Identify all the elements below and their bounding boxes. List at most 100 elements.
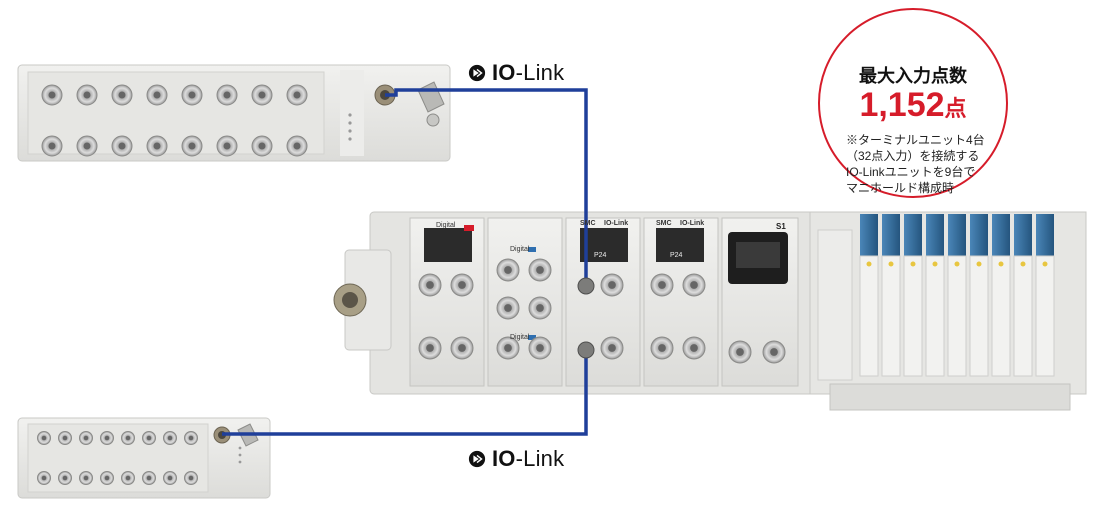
connector-pin xyxy=(62,475,68,481)
module-label-digital-3: Digital xyxy=(510,334,530,341)
connector-pin xyxy=(153,142,161,150)
connector-pin xyxy=(83,475,89,481)
iolink-top-suffix: -Link xyxy=(515,60,565,85)
connector-pin xyxy=(258,142,266,150)
valve-body xyxy=(881,255,901,377)
valve-led xyxy=(1020,261,1026,267)
connector-pin xyxy=(125,435,131,441)
valve-head xyxy=(992,214,1010,256)
iolink-label-bottom: IO-Link xyxy=(468,446,564,472)
connector-pin xyxy=(293,91,301,99)
module-label-digital-1: Digital xyxy=(436,222,456,229)
connector-pin xyxy=(118,142,126,150)
valve-head xyxy=(882,214,900,256)
valve-body xyxy=(969,255,989,377)
valve-led xyxy=(1042,261,1048,267)
connector-pin xyxy=(608,281,616,289)
connector-pin xyxy=(48,91,56,99)
module-label-p24-1: P24 xyxy=(594,252,607,259)
iolink-cables xyxy=(222,88,588,436)
badge-note-line: マニホールド構成時 xyxy=(846,181,955,195)
module-label-brand-2: SMC xyxy=(656,220,672,227)
module-label-digital-2: Digital xyxy=(510,246,530,253)
connector-pin xyxy=(458,344,466,352)
connector-pin xyxy=(504,304,512,312)
valve-body xyxy=(859,255,879,377)
valve-led xyxy=(932,261,938,267)
connector-pin xyxy=(658,344,666,352)
connector-pin xyxy=(536,266,544,274)
max-input-badge: 最大入力点数 1,152点 ※ターミナルユニット4台 （32点入力）を接続する … xyxy=(818,8,1008,198)
connector-pin xyxy=(83,435,89,441)
valve-led xyxy=(910,261,916,267)
module-label-p24-2: P24 xyxy=(670,252,683,259)
badge-note-line: ※ターミナルユニット4台 xyxy=(846,133,985,147)
module-label-iolink-1: IO-Link xyxy=(604,220,629,227)
connector-pin xyxy=(83,142,91,150)
connector-pin xyxy=(608,344,616,352)
connector-pin xyxy=(167,475,173,481)
connector-pin xyxy=(770,348,778,356)
connector-pin xyxy=(736,348,744,356)
module-label-brand-1: SMC xyxy=(580,220,596,227)
valve-led xyxy=(998,261,1004,267)
valve-head xyxy=(860,214,878,256)
connector-pin xyxy=(426,344,434,352)
connector-pin xyxy=(658,281,666,289)
connector-pin xyxy=(258,91,266,99)
valve-led xyxy=(954,261,960,267)
connector-pin xyxy=(188,475,194,481)
badge-note-line: （32点入力）を接続する xyxy=(846,149,980,163)
connector-pin xyxy=(504,344,512,352)
connector-pin xyxy=(458,281,466,289)
connector-pin xyxy=(167,435,173,441)
terminal-unit-bottom xyxy=(17,417,271,499)
connector-pin xyxy=(690,281,698,289)
connector-pin xyxy=(41,435,47,441)
badge-note-line: IO-Linkユニットを9台で xyxy=(846,165,976,179)
valve-head xyxy=(926,214,944,256)
manifold-unit xyxy=(333,211,1087,411)
connector-pin xyxy=(125,475,131,481)
module-label-iolink-2: IO-Link xyxy=(680,220,705,227)
connector-pin xyxy=(690,344,698,352)
badge-title: 最大入力点数 xyxy=(859,66,967,86)
connector-pin xyxy=(146,435,152,441)
valve-body xyxy=(991,255,1011,377)
iolink-logo-icon xyxy=(468,64,486,82)
iolink-top-prefix: IO xyxy=(492,60,516,85)
terminal-unit-top xyxy=(17,64,451,162)
valve-led xyxy=(866,261,872,267)
connector-pin xyxy=(104,435,110,441)
iolink-bottom-suffix: -Link xyxy=(515,446,565,471)
connector-pin xyxy=(223,142,231,150)
connector-pin xyxy=(536,304,544,312)
valve-head xyxy=(1036,214,1054,256)
badge-number-value: 1,152 xyxy=(859,86,945,124)
connector-pin xyxy=(536,344,544,352)
connector-pin xyxy=(188,435,194,441)
valve-body xyxy=(903,255,923,377)
valve-body xyxy=(1035,255,1055,377)
connector-pin xyxy=(118,91,126,99)
valve-led xyxy=(976,261,982,267)
connector-pin xyxy=(153,91,161,99)
iolink-bottom-prefix: IO xyxy=(492,446,516,471)
valve-head xyxy=(1014,214,1032,256)
connector-pin xyxy=(104,475,110,481)
valve-body xyxy=(947,255,967,377)
valve-head xyxy=(948,214,966,256)
valve-head xyxy=(970,214,988,256)
badge-number: 1,152点 xyxy=(820,86,1006,125)
valve-body xyxy=(925,255,945,377)
badge-number-unit: 点 xyxy=(944,96,967,121)
valve-led xyxy=(888,261,894,267)
connector-pin xyxy=(188,91,196,99)
valve-body xyxy=(1013,255,1033,377)
connector-pin xyxy=(41,475,47,481)
module-label-s1: S1 xyxy=(776,222,786,231)
connector-pin xyxy=(504,266,512,274)
connector-pin xyxy=(62,435,68,441)
connector-pin xyxy=(426,281,434,289)
